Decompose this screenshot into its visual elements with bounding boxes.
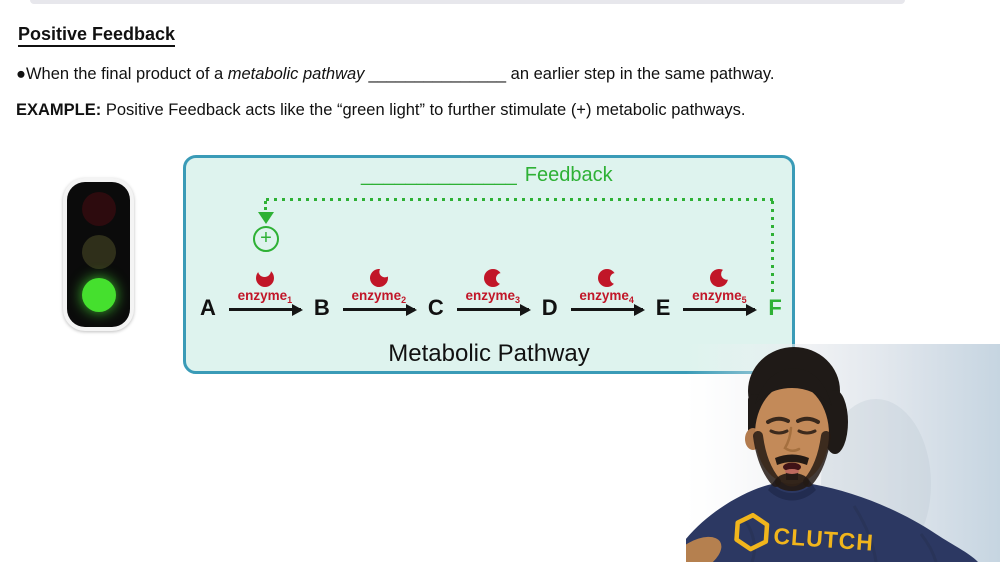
diagram-caption: Metabolic Pathway: [388, 340, 590, 367]
green-light-on-icon: [81, 278, 116, 312]
shirt-fold: [919, 533, 938, 562]
nose: [783, 426, 801, 452]
beard-chin: [775, 473, 809, 491]
hairline: [755, 368, 832, 406]
example-line: EXAMPLE: Positive Feedback acts like the…: [16, 101, 746, 120]
reaction-arrow-icon: [456, 308, 529, 311]
enzyme-step-3: enzyme3: [456, 269, 529, 316]
feedback-down-arrow-icon: [258, 212, 274, 224]
enzyme-step-5: enzyme5: [683, 265, 756, 316]
enzyme-label: enzyme2: [351, 288, 407, 305]
substrate-c: C: [427, 295, 444, 320]
substrate-e: E: [655, 295, 671, 320]
definition-tail: an earlier step in the same pathway.: [506, 65, 775, 83]
enzyme-step-4: enzyme4: [570, 269, 643, 316]
eye-closed: [769, 429, 789, 435]
fill-in-blank: _______________: [368, 65, 507, 83]
shirt-fold: [852, 505, 878, 562]
substrate-b: B: [313, 295, 330, 320]
traffic-light: [63, 178, 134, 331]
substrate-d: D: [541, 295, 558, 320]
red-light-off-icon: [81, 192, 116, 226]
metabolic-pathway-diagram: ______________ Feedback + A enzyme1 B enz…: [183, 155, 795, 374]
top-edge-bar: [30, 0, 905, 4]
pathway-row: A enzyme1 B enzyme2 C enzyme3 D: [200, 262, 782, 320]
feedback-dotted-line-horizontal: [266, 198, 774, 201]
positive-stimulus-icon: +: [253, 226, 279, 252]
definition-line: ●When the final product of a metabolic p…: [16, 65, 775, 84]
instructor-webcam: CLUTCH: [670, 344, 1000, 562]
beard-side: [803, 431, 831, 487]
feedback-dotted-stub: [264, 201, 267, 210]
enzyme-label: enzyme3: [465, 288, 521, 305]
face: [755, 384, 829, 484]
enzyme-label: enzyme5: [692, 288, 747, 305]
hexagon-logo-icon: [734, 512, 770, 552]
enzyme-step-1: enzyme1: [228, 264, 301, 316]
shirt: [682, 476, 978, 562]
enzyme-icon: [255, 264, 274, 287]
bullet-marker: ●: [16, 65, 26, 83]
yellow-light-off-icon: [81, 235, 116, 269]
reaction-arrow-icon: [683, 308, 756, 311]
lower-lip: [785, 469, 799, 474]
eyebrow: [796, 416, 820, 424]
feedback-dotted-line-vertical: [771, 201, 774, 296]
enzyme-step-2: enzyme2: [342, 265, 415, 316]
final-product-f: F: [768, 295, 782, 320]
mouth: [783, 462, 801, 472]
enzyme-icon: [597, 269, 616, 287]
enzyme-label: enzyme1: [237, 288, 293, 305]
shirt-collar: [768, 484, 816, 501]
page-title: Positive Feedback: [18, 24, 176, 47]
instructor-illustration: CLUTCH: [670, 344, 1000, 562]
reaction-arrow-icon: [570, 308, 643, 311]
definition-emphasis: metabolic pathway: [227, 65, 365, 83]
reaction-arrow-icon: [342, 308, 415, 311]
beard-under-lip: [786, 471, 798, 480]
example-label: EXAMPLE:: [16, 101, 102, 119]
feedback-label: Feedback: [524, 164, 613, 186]
feedback-blank: ______________: [361, 164, 517, 186]
mustache: [775, 454, 809, 465]
beard-side: [753, 431, 781, 487]
eye-closed: [797, 429, 817, 435]
enzyme-icon: [366, 265, 392, 291]
enzyme-label: enzyme4: [579, 288, 634, 305]
example-text: Positive Feedback acts like the “green l…: [101, 101, 746, 119]
enzyme-icon: [483, 269, 502, 287]
reaction-arrow-icon: [228, 308, 301, 311]
definition-lead: When the final product of a: [25, 65, 228, 83]
enzyme-icon: [707, 265, 732, 291]
page-title-text: Positive Feedback: [18, 24, 176, 47]
substrate-a: A: [200, 295, 216, 320]
feedback-label-row: ______________ Feedback: [361, 164, 613, 187]
eyebrow: [766, 416, 790, 424]
traffic-light-body: [67, 182, 130, 327]
